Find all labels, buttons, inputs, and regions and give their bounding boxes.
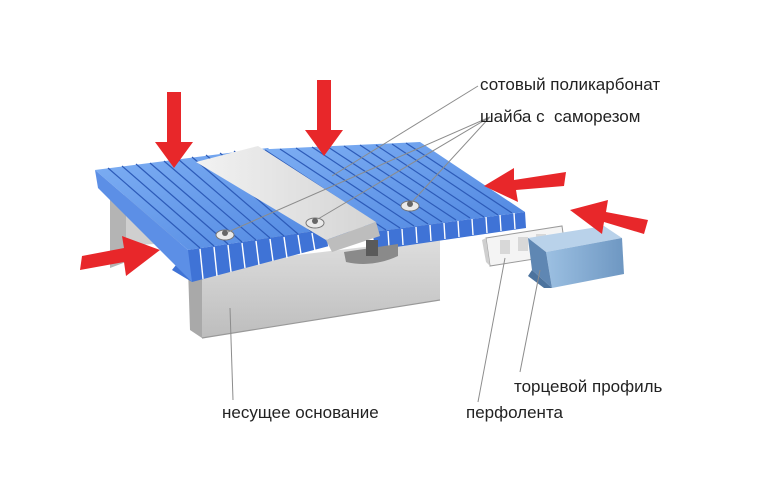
leader-washer-1 (227, 116, 491, 233)
leader-washer-3 (411, 116, 491, 203)
leader-lines (227, 85, 541, 403)
arrows (80, 80, 648, 276)
polycarbonate-panel-left (95, 148, 352, 282)
leader-perfotape (477, 257, 506, 403)
washer-screw-3 (400, 200, 420, 212)
leader-base (229, 307, 234, 401)
arrow-from-left (80, 236, 160, 276)
leader-washer-2 (317, 116, 491, 220)
connector-strip (196, 146, 398, 264)
leader-polycarbonate (331, 85, 479, 177)
label-end-profile: торцевой профиль (514, 377, 663, 396)
leader-end-profile (519, 269, 541, 373)
washer-screw-2 (305, 217, 325, 229)
label-support-base: несущее основание (222, 403, 379, 422)
label-washer-screw: шайба с саморезом (480, 107, 640, 126)
arrow-down-left (155, 92, 193, 168)
arrow-from-right-lower (570, 200, 648, 234)
label-polycarbonate: сотовый поликарбонат (480, 75, 660, 94)
washer-screw-1 (215, 229, 235, 241)
arrow-down-center (305, 80, 343, 156)
arrow-from-right-upper (484, 168, 566, 202)
end-profile (528, 226, 624, 288)
polycarbonate-panel-right (250, 142, 526, 250)
label-perfotape: перфолента (466, 403, 564, 422)
